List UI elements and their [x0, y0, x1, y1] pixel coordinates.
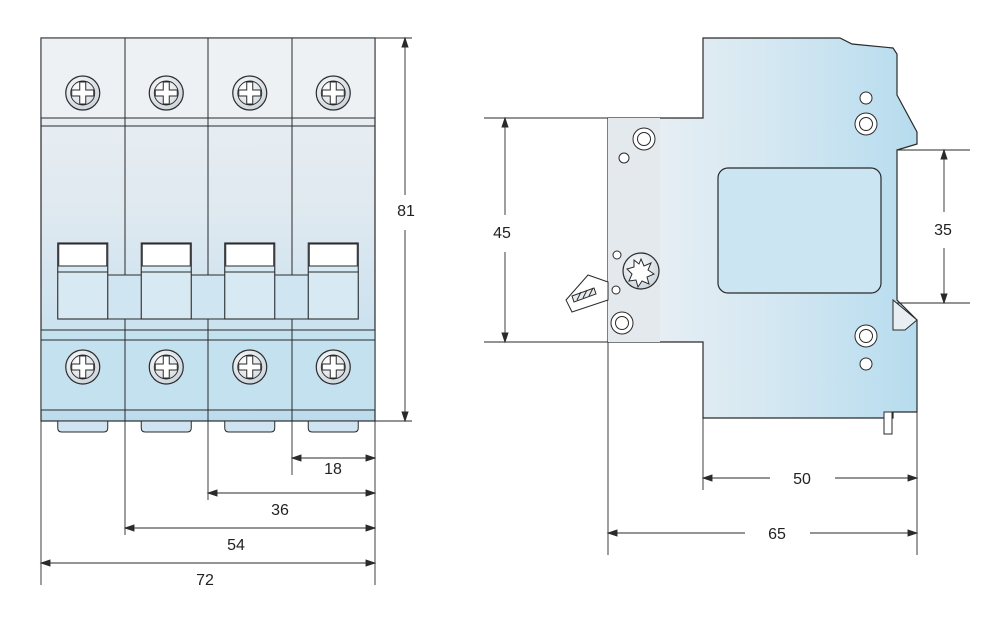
dim-width-54: 54 [227, 537, 245, 554]
side-view [565, 37, 918, 435]
dim-width-36: 36 [271, 502, 289, 519]
terminal-screw-icon [232, 349, 268, 385]
pivot-screw-icon [622, 252, 660, 290]
side-holes [610, 91, 878, 371]
din-foot [57, 420, 109, 433]
din-foot [307, 420, 359, 433]
clip-tab [883, 411, 893, 435]
toggle-handle [224, 242, 276, 320]
dim-rail-35: 35 [934, 222, 952, 239]
side-front-face [608, 118, 660, 342]
dim-height-45: 45 [493, 225, 511, 242]
terminal-screw-icon [65, 349, 101, 385]
toggle-handle [140, 242, 192, 320]
front-view [40, 37, 376, 433]
toggle-handle [307, 242, 359, 320]
front-dimensions [39, 36, 412, 585]
din-clip [892, 298, 918, 331]
terminal-screw-icon [65, 75, 101, 111]
toggle-handle [57, 242, 109, 320]
side-dimensions [484, 116, 970, 555]
terminal-screw-icon [148, 349, 184, 385]
terminal-screw-icon [315, 349, 351, 385]
label-window [717, 167, 882, 294]
handle-lever-icon [565, 274, 609, 313]
terminal-screw-icon [148, 75, 184, 111]
dim-width-72: 72 [196, 572, 214, 589]
dim-width-18: 18 [324, 461, 342, 478]
terminal-screw-icon [232, 75, 268, 111]
dim-depth-65: 65 [768, 526, 786, 543]
dim-height-81: 81 [397, 203, 415, 220]
terminal-screw-icon [315, 75, 351, 111]
din-foot [140, 420, 192, 433]
din-foot [224, 420, 276, 433]
dim-depth-50: 50 [793, 471, 811, 488]
